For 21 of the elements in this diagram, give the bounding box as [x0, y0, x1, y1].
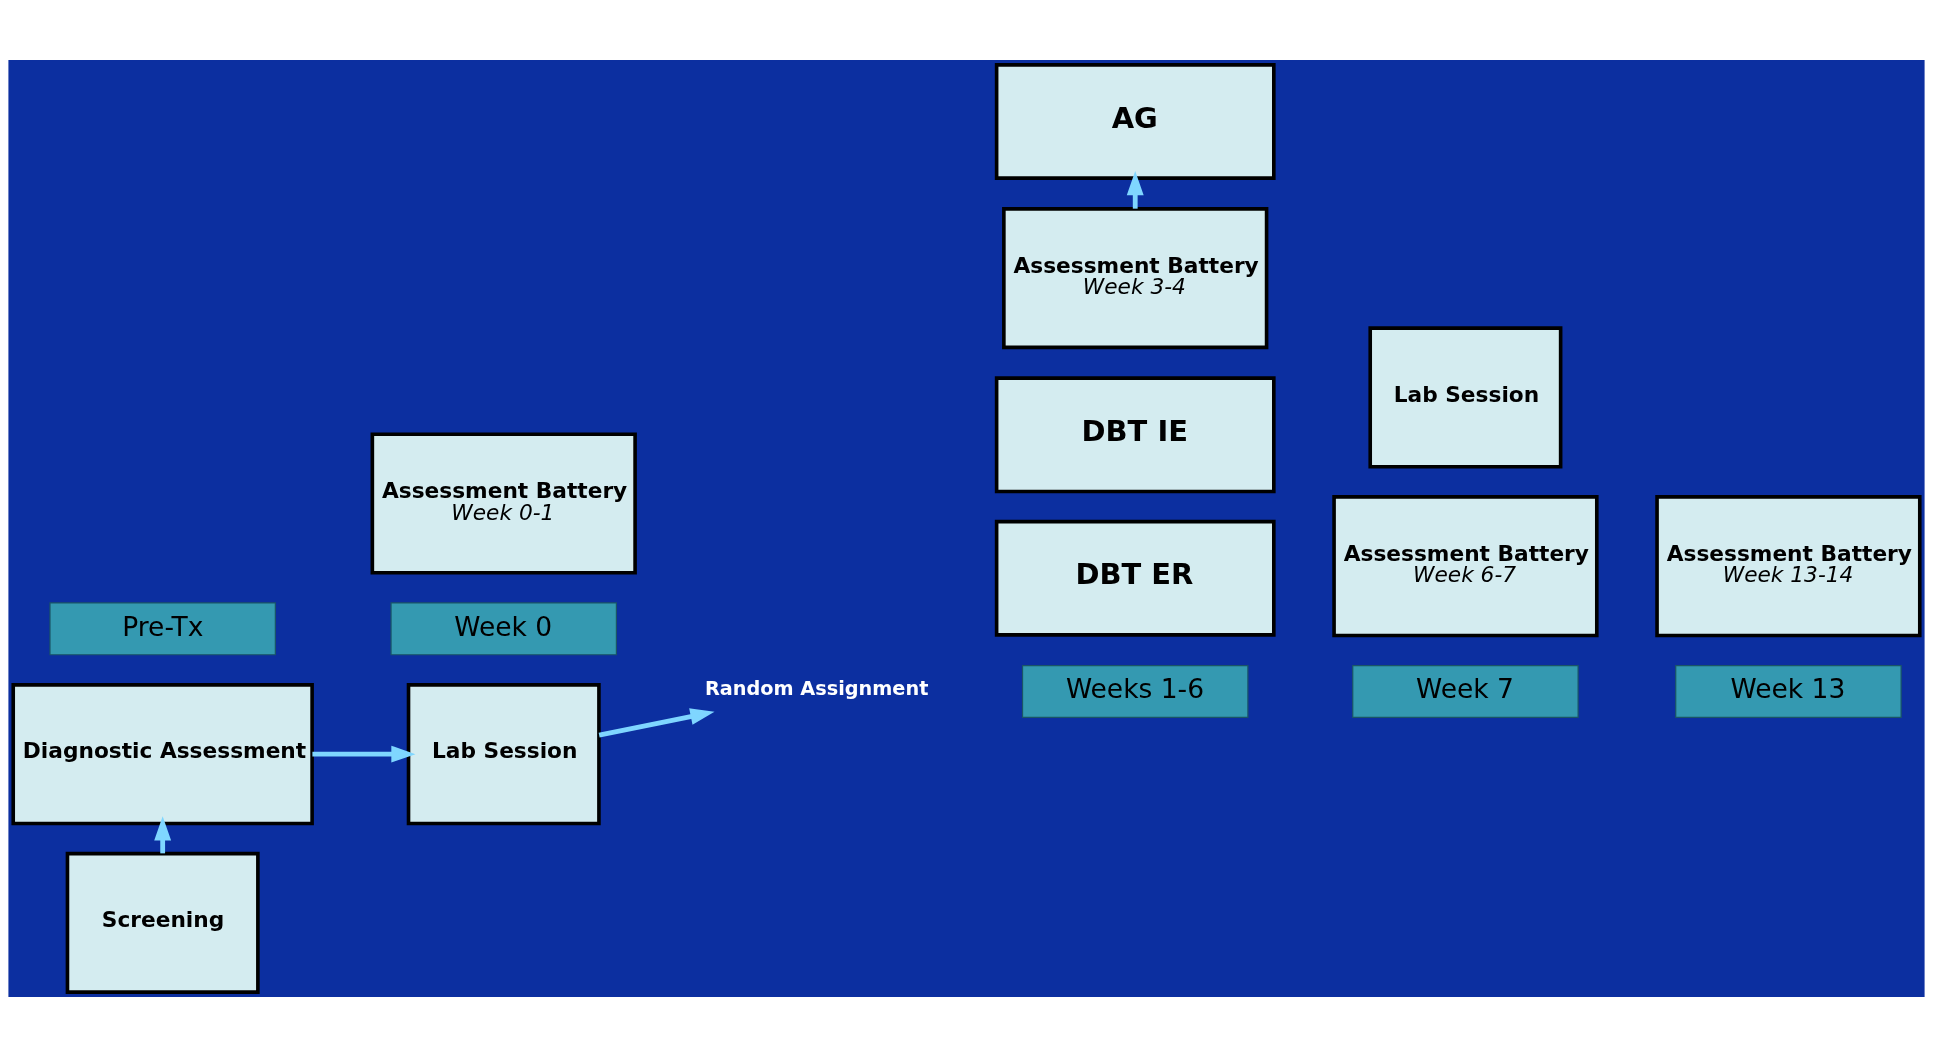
node-box: Assessment Battery Week 13-14 [1655, 495, 1922, 638]
node-box: Week 13 [1675, 665, 1902, 718]
node-box: AG [994, 63, 1276, 180]
node-box: Lab Session [1368, 326, 1563, 469]
node-box: Assessment Battery Week 3-4 [1002, 207, 1269, 350]
node-box: DBT ER [994, 519, 1276, 637]
node-box: Assessment Battery Week 0-1 [370, 432, 637, 575]
arrow [312, 745, 416, 763]
arrow [598, 708, 715, 738]
arrow [154, 816, 172, 854]
node-text: Random Assignment [704, 676, 929, 700]
node-box: Pre-Tx [49, 602, 276, 656]
node-box: Week 7 [1352, 665, 1579, 718]
arrow [1126, 171, 1144, 209]
node-box: Diagnostic Assessment [11, 683, 314, 826]
node-box: DBT IE [994, 376, 1276, 494]
node-box: Weeks 1-6 [1021, 665, 1249, 718]
node-box: Screening [65, 851, 260, 994]
node-box: Assessment Battery Week 6-7 [1332, 495, 1599, 638]
node-box: Lab Session [406, 683, 601, 826]
node-box: Week 0 [390, 602, 617, 656]
